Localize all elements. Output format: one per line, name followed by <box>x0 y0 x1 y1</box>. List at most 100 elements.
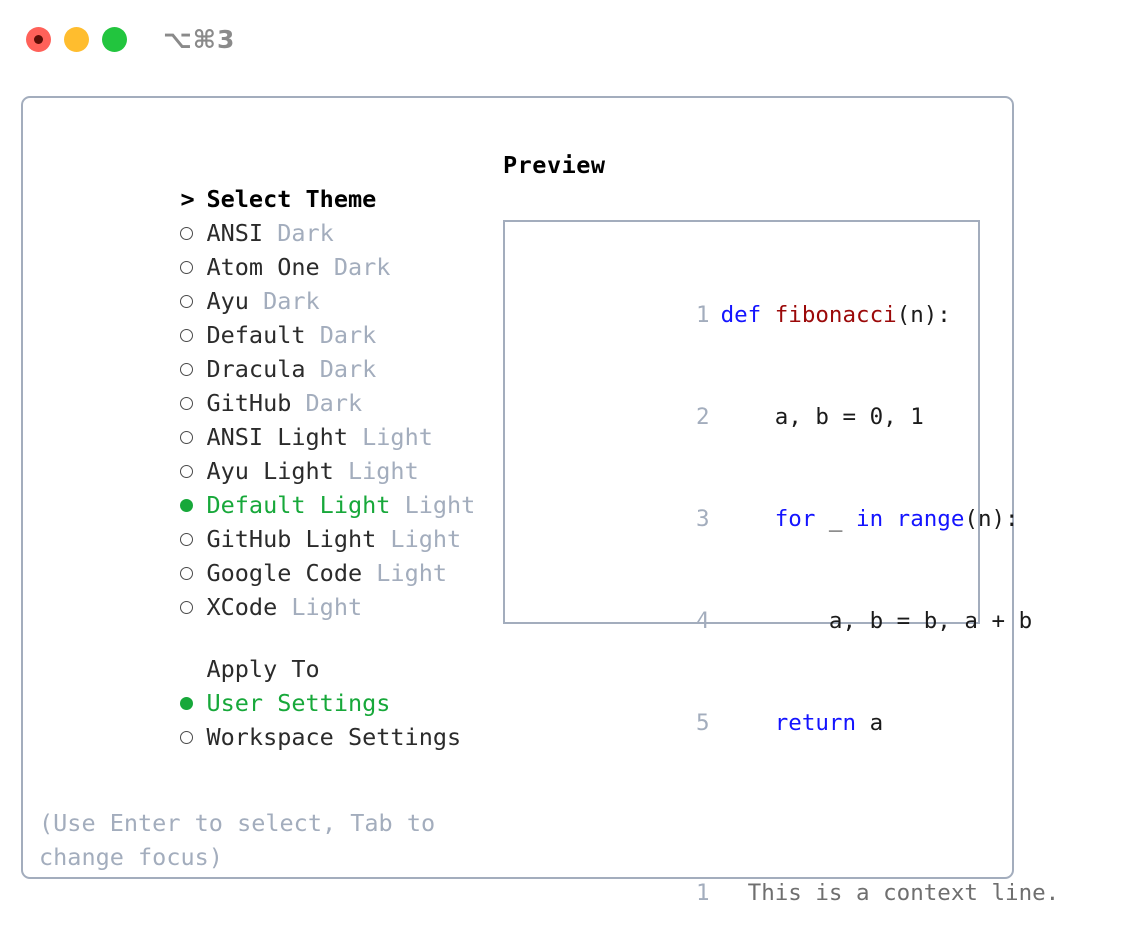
theme-name: Atom One <box>206 253 320 281</box>
theme-option-ayu-dark[interactable]: Ayu Dark <box>39 250 499 315</box>
line-number: 1 <box>696 880 710 906</box>
theme-option-ayu-light[interactable]: Ayu Light Light <box>39 420 499 485</box>
radio-icon[interactable] <box>180 227 206 240</box>
theme-variant: Light <box>362 423 433 451</box>
theme-option-ansi-dark[interactable]: ANSI Dark <box>39 182 499 247</box>
minimize-button[interactable] <box>64 26 89 52</box>
code-blank-line <box>519 808 978 842</box>
theme-variant: Dark <box>277 219 334 247</box>
code-token: in <box>856 506 884 532</box>
header-marker: > <box>180 185 195 213</box>
radio-icon[interactable] <box>180 431 206 444</box>
diff-text: This is a context line. <box>734 880 1060 906</box>
title-bar: ⌥⌘3 <box>0 0 1140 78</box>
radio-icon[interactable] <box>180 601 206 614</box>
window-controls <box>26 26 127 52</box>
theme-option-default-dark[interactable]: Default Dark <box>39 284 499 349</box>
diff-sign <box>721 880 735 906</box>
code-blank-line <box>519 774 978 808</box>
line-number: 4 <box>696 608 710 634</box>
theme-option-xcode[interactable]: XCode Light <box>39 556 499 621</box>
theme-name: GitHub Light <box>206 525 377 553</box>
radio-icon[interactable] <box>180 397 206 410</box>
theme-option-github-dark[interactable]: GitHub Dark <box>39 352 499 417</box>
theme-name: GitHub <box>206 389 292 417</box>
code-line: 3 for _ in range(n): <box>519 468 1019 570</box>
theme-option-atom-one-dark[interactable]: Atom One Dark <box>39 216 499 281</box>
code-token: fibonacci <box>774 302 897 328</box>
theme-name: ANSI Light <box>206 423 348 451</box>
keyboard-hint: (Use Enter to select, Tab to change focu… <box>39 806 459 874</box>
theme-variant: Dark <box>263 287 320 315</box>
apply-to-marker-spacer <box>180 652 206 686</box>
select-theme-title: Select Theme <box>206 185 377 213</box>
diff-line-context: 1 This is a context line. <box>519 842 1059 934</box>
code-token: (n): <box>896 302 951 328</box>
theme-name: Google Code <box>206 559 363 587</box>
line-number: 5 <box>696 710 710 736</box>
theme-option-github-light[interactable]: GitHub Light Light <box>39 488 499 553</box>
close-button[interactable] <box>26 26 51 52</box>
code-token: range <box>896 506 965 532</box>
theme-variant: Dark <box>305 389 363 417</box>
theme-name: Ayu Light <box>206 457 334 485</box>
radio-icon[interactable] <box>180 533 206 546</box>
code-token <box>721 506 775 532</box>
radio-icon[interactable] <box>180 731 206 744</box>
code-token: _ <box>815 506 857 532</box>
theme-variant: Dark <box>319 355 377 383</box>
apply-to-label: Workspace Settings <box>206 723 462 751</box>
code-token: a <box>856 710 884 736</box>
line-number: 3 <box>696 506 710 532</box>
theme-variant: Light <box>291 593 363 621</box>
code-token <box>883 506 897 532</box>
theme-option-google-code[interactable]: Google Code Light <box>39 522 499 587</box>
radio-icon[interactable] <box>180 567 206 580</box>
keyboard-shortcut-label: ⌥⌘3 <box>163 24 236 54</box>
apply-to-option-user-settings[interactable]: User Settings <box>39 652 499 717</box>
theme-variant: Dark <box>319 321 377 349</box>
preview-title: Preview <box>503 151 606 179</box>
select-theme-header: > Select Theme <box>39 148 499 213</box>
apply-to-option-workspace-settings[interactable]: Workspace Settings <box>39 686 499 751</box>
radio-icon[interactable] <box>180 363 206 376</box>
theme-variant: Light <box>390 525 462 553</box>
code-line: 5 return a <box>519 672 978 774</box>
theme-name: Ayu <box>206 287 249 315</box>
hint-line-2: change focus) <box>39 843 223 871</box>
code-line: 4 a, b = b, a + b <box>519 570 1032 672</box>
radio-icon-selected[interactable] <box>180 499 206 512</box>
code-token: (n): <box>964 506 1019 532</box>
theme-selector-dialog: > Select Theme ANSI Dark Atom One Dark Ay… <box>21 96 1059 906</box>
theme-variant: Light <box>376 559 448 587</box>
theme-name: ANSI <box>206 219 264 247</box>
theme-option-ansi-light[interactable]: ANSI Light Light <box>39 386 499 451</box>
apply-to-title: Apply To <box>206 655 320 683</box>
line-number: 1 <box>696 302 710 328</box>
radio-icon-selected[interactable] <box>180 697 206 710</box>
code-token <box>721 710 775 736</box>
theme-option-default-light[interactable]: Default Light Light <box>39 454 499 519</box>
theme-variant: Light <box>404 491 476 519</box>
theme-name: Default Light <box>206 491 391 519</box>
theme-variant: Light <box>347 457 419 485</box>
radio-icon[interactable] <box>180 295 206 308</box>
hint-line-1: (Use Enter to select, Tab to <box>39 809 436 837</box>
theme-option-dracula-dark[interactable]: Dracula Dark <box>39 318 499 383</box>
theme-name: Default <box>206 321 306 349</box>
code-line: 2 a, b = 0, 1 <box>519 366 978 468</box>
radio-icon[interactable] <box>180 465 206 478</box>
line-number: 2 <box>696 404 710 430</box>
theme-variant: Dark <box>333 253 391 281</box>
code-token: for <box>774 506 816 532</box>
apply-to-label: User Settings <box>206 689 391 717</box>
maximize-button[interactable] <box>102 26 127 52</box>
radio-icon[interactable] <box>180 261 206 274</box>
apply-to-header: Apply To <box>39 618 499 683</box>
code-token: return <box>774 710 857 736</box>
radio-icon[interactable] <box>180 329 206 342</box>
